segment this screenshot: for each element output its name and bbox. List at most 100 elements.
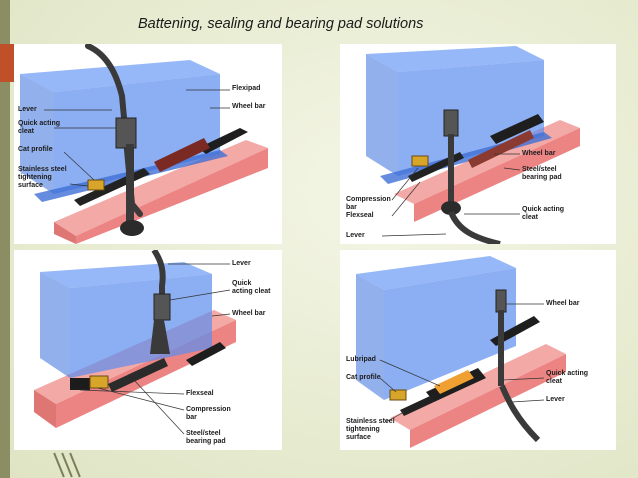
label-lever: Lever — [346, 232, 365, 239]
girder-web — [398, 60, 544, 176]
lever — [85, 44, 143, 217]
label-quick-acting: Quick acting — [522, 206, 565, 213]
cleat-shaft — [126, 144, 134, 224]
leader-line — [501, 377, 545, 381]
left-band — [0, 0, 10, 478]
label-quick-acting: Quick acting — [18, 120, 61, 127]
leader-line — [97, 387, 185, 411]
leader-line — [391, 167, 419, 201]
leader-line — [503, 167, 521, 171]
leader-line — [379, 359, 441, 387]
diagram-illustration — [34, 250, 236, 435]
label-surface: surface — [18, 182, 43, 189]
leader-line — [79, 389, 185, 395]
cat-profile — [389, 389, 407, 401]
leader-line — [379, 377, 397, 393]
girder-top-flange — [366, 46, 544, 72]
wheel-bar — [198, 128, 248, 154]
rail-side — [414, 128, 580, 222]
label-wheel-bar: Wheel bar — [232, 310, 266, 317]
label-wheel-bar: Wheel bar — [546, 300, 580, 307]
label-compression: Compression — [346, 196, 391, 203]
label-cat-profile: Cat profile — [18, 146, 53, 153]
label-steel-steel: Steel/steel — [522, 166, 557, 173]
label-quick-acting: Quick acting — [546, 370, 589, 377]
slide-title: Battening, sealing and bearing pad solut… — [138, 16, 424, 32]
label-wheel-bar: Wheel bar — [522, 150, 556, 157]
label-steel-steel: Steel/steel — [186, 430, 221, 437]
wheel-bar — [490, 114, 544, 144]
diagram-illustration — [356, 256, 566, 448]
diagram-panel-bottom-left: Lever Quick acting cleat Wheel bar Flexs… — [14, 250, 282, 450]
diagram-panel-top-right: Wheel bar Steel/steel bearing pad Compre… — [340, 44, 616, 244]
girder-top-flange — [356, 256, 516, 290]
diagram-panel-top-left: Flexipad Wheel bar Lever Quick acting cl… — [14, 44, 282, 244]
leader-line — [69, 183, 89, 187]
label-flexipad: Flexipad — [232, 85, 261, 92]
rail-top — [54, 140, 268, 236]
cleat-shaft — [448, 134, 454, 204]
label-lever: Lever — [18, 106, 37, 113]
compression-bar — [89, 375, 109, 389]
lubripad — [434, 370, 474, 394]
label-cleat: cleat — [18, 128, 34, 135]
label-bearing-pad: bearing pad — [186, 438, 226, 445]
quick-acting-cleat — [443, 109, 459, 137]
label-cleat: cleat — [546, 378, 562, 385]
girder-web — [384, 268, 516, 400]
girder-end — [20, 74, 54, 194]
label-tightening: tightening — [346, 426, 380, 433]
girder-web — [70, 274, 212, 378]
rail-top — [390, 344, 566, 430]
accent-block — [0, 44, 16, 82]
lever — [448, 210, 501, 244]
girder-end — [40, 272, 70, 378]
steel-bearing-pad — [108, 358, 168, 392]
label-flexseal: Flexseal — [346, 212, 374, 219]
label-wheel-bar: Wheel bar — [232, 103, 266, 110]
wheel-bar — [186, 342, 226, 366]
label-stainless-steel: Stainless steel — [346, 418, 395, 425]
leader-line — [381, 233, 447, 237]
girder-end — [366, 54, 398, 176]
lever — [151, 250, 166, 298]
diagram-panel-bottom-right: Wheel bar Lubripad Cat profile Quick act… — [340, 250, 616, 450]
steel-bearing-pad — [468, 130, 534, 168]
flexseal — [70, 378, 90, 390]
leader-line — [391, 181, 421, 217]
diagram-illustration — [20, 44, 268, 244]
rail-end — [34, 390, 56, 428]
label-tightening: tightening — [18, 174, 52, 181]
cat-profile — [87, 179, 105, 191]
stainless-surface — [400, 396, 434, 416]
quick-acting-cleat — [115, 117, 137, 149]
girder-top-flange — [40, 262, 212, 288]
leader-line — [63, 151, 95, 181]
cleat-jaw — [150, 320, 170, 354]
rail-side — [76, 148, 268, 244]
lever — [499, 384, 541, 443]
label-acting-cleat: acting cleat — [232, 288, 271, 295]
label-surface: surface — [346, 434, 371, 441]
label-quick: Quick — [232, 280, 252, 287]
leader-line — [385, 411, 405, 423]
diagram-illustration — [366, 46, 580, 244]
label-lever: Lever — [232, 260, 251, 267]
label-bar: bar — [186, 414, 197, 421]
cleat-base — [441, 201, 461, 215]
quick-acting-cleat — [495, 289, 507, 313]
compression-bar — [411, 155, 429, 167]
leader-line — [511, 399, 545, 403]
label-flexseal: Flexseal — [186, 390, 214, 397]
label-cat-profile: Cat profile — [346, 374, 381, 381]
label-bearing-pad: bearing pad — [522, 174, 562, 181]
girder-top-flange — [20, 60, 220, 92]
flexipad — [154, 138, 210, 172]
label-lever: Lever — [546, 396, 565, 403]
rail-end — [54, 222, 76, 244]
quick-acting-cleat — [153, 293, 171, 321]
girder-end — [356, 274, 384, 400]
leader-line — [211, 313, 231, 317]
label-compression: Compression — [186, 406, 231, 413]
label-stainless-steel: Stainless steel — [18, 166, 67, 173]
